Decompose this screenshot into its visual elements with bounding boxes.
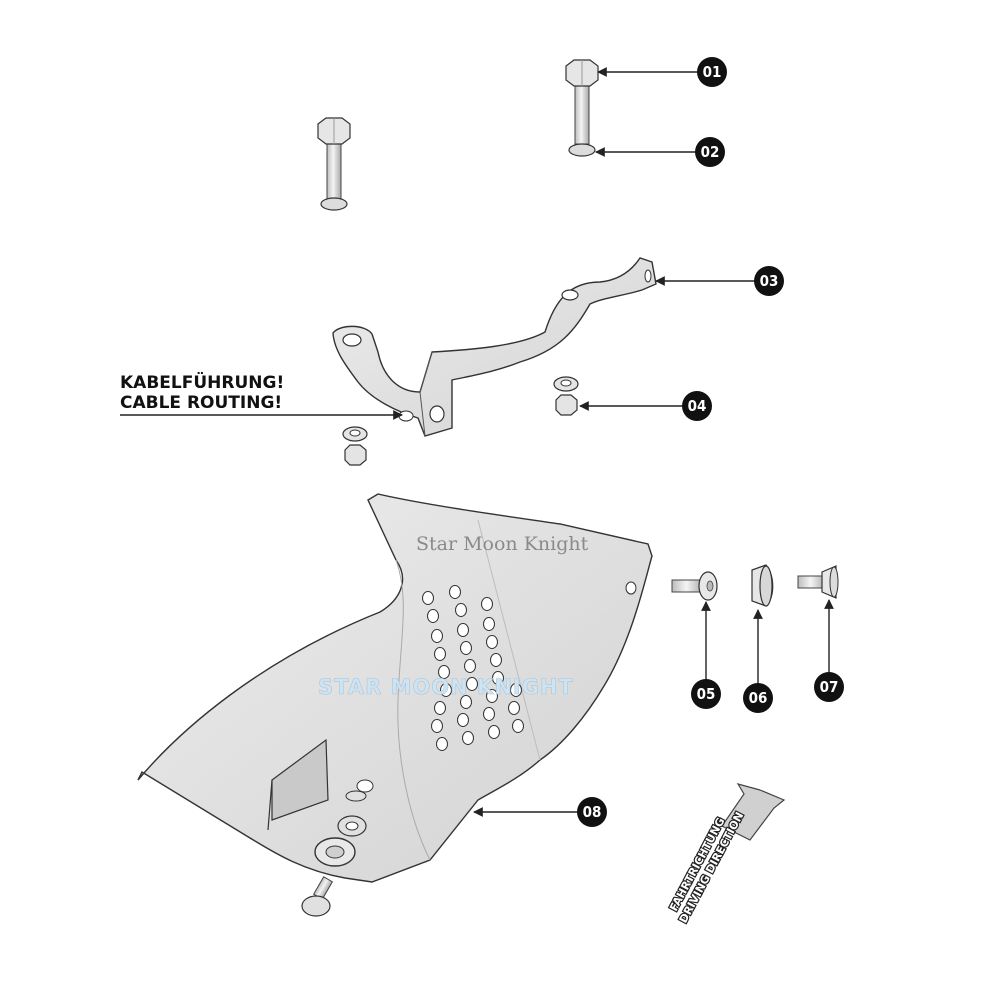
svg-text:05: 05 (697, 685, 716, 703)
svg-text:07: 07 (820, 678, 839, 696)
plate-hardware-icon (301, 790, 367, 917)
perforation-hole (510, 683, 522, 697)
perforation-hole (508, 701, 520, 715)
svg-text:04: 04 (688, 397, 707, 415)
callout-03: 03 (754, 266, 784, 296)
perforation-hole (486, 689, 498, 703)
cable-routing-en: CABLE ROUTING! (120, 393, 282, 413)
svg-text:01: 01 (703, 63, 722, 81)
perforation-hole (483, 617, 495, 631)
perforation-hole (436, 737, 448, 751)
driving-direction-arrow-icon (721, 783, 786, 841)
perforation-hole (427, 609, 439, 623)
perforation-hole (464, 659, 476, 673)
cable-routing-note: KABELFÜHRUNG! CABLE ROUTING! (120, 371, 284, 413)
button-head-screw-icon (671, 571, 718, 601)
countersunk-screw-icon (797, 565, 839, 599)
perforation-hole (422, 591, 434, 605)
leader-lines (120, 67, 834, 817)
perforation-hole (466, 677, 478, 691)
perforation-hole (431, 719, 443, 733)
nut-and-washer-icon (553, 376, 579, 416)
perforation-hole (488, 725, 500, 739)
perforation-hole (440, 683, 452, 697)
perforation-hole (492, 671, 504, 685)
perforation-hole (483, 707, 495, 721)
perforation-hole (434, 701, 446, 715)
callout-02: 02 (695, 137, 725, 167)
cable-routing-de: KABELFÜHRUNG! (120, 371, 284, 393)
watermark-bold: STAR MOON KNIGHT (318, 675, 574, 699)
perforation-hole (434, 647, 446, 661)
callout-06: 06 (743, 683, 773, 713)
skid-plate-icon (137, 493, 653, 883)
callout-08: 08 (577, 797, 607, 827)
svg-text:03: 03 (760, 272, 779, 290)
perforation-hole (486, 635, 498, 649)
svg-text:02: 02 (701, 143, 720, 161)
perforation-hole (438, 665, 450, 679)
perforation-hole (460, 641, 472, 655)
nut-washer-left-icon (342, 426, 368, 466)
perforation-hole (431, 629, 443, 643)
perforation-hole (462, 731, 474, 745)
bolt-loose-icon (317, 117, 351, 211)
perforation-hole (512, 719, 524, 733)
watermark-script: Star Moon Knight (416, 533, 589, 555)
perforation-hole (460, 695, 472, 709)
perforation-hole (481, 597, 493, 611)
svg-text:08: 08 (583, 803, 602, 821)
callout-05: 05 (691, 679, 721, 709)
perforation-hole (457, 713, 469, 727)
perforation-holes (422, 585, 524, 751)
callout-01: 01 (697, 57, 727, 87)
hex-bolt-icon (565, 59, 599, 145)
callout-04: 04 (682, 391, 712, 421)
driving-direction-label: FAHRTRICHTUNG DRIVING DIRECTION (666, 809, 748, 927)
washer-icon (568, 143, 596, 157)
mounting-bracket-icon (332, 257, 657, 437)
perforation-hole (490, 653, 502, 667)
rubber-bushing-icon (751, 564, 774, 607)
perforation-hole (457, 623, 469, 637)
perforation-hole (455, 603, 467, 617)
perforation-hole (449, 585, 461, 599)
svg-text:06: 06 (749, 689, 768, 707)
callout-07: 07 (814, 672, 844, 702)
